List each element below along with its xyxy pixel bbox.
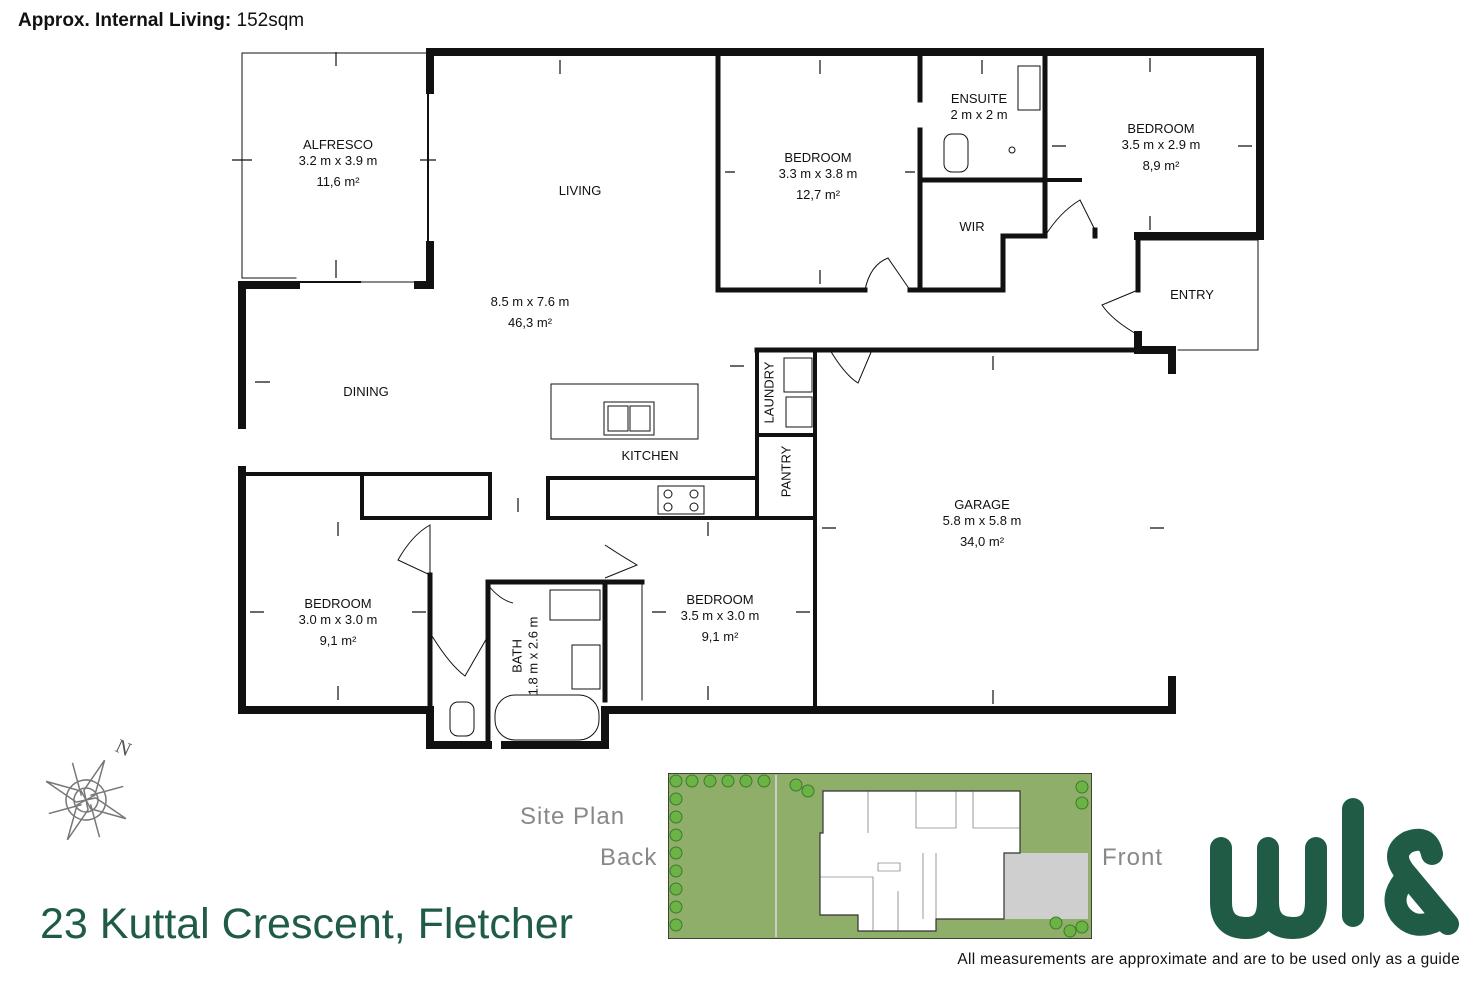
room-ensuite-name: ENSUITE [950,91,1008,106]
company-logo [1210,798,1459,939]
room-pantry-name: PANTRY [778,445,794,498]
room-bedroom-master: BEDROOM 3.3 m x 3.8 m 12,7 m² [779,150,858,203]
property-address: 23 Kuttal Crescent, Fletcher [40,900,573,948]
room-garage-dims: 5.8 m x 5.8 m [942,513,1022,528]
room-bedroom-master-dims: 3.3 m x 3.8 m [778,166,858,181]
room-bedroom-front-dims: 3.5 m x 2.9 m [1121,137,1201,152]
site-plan-title: Site Plan [520,803,626,830]
room-alfresco-area: 11,6 m² [316,174,360,189]
room-bedroom-front-name: BEDROOM [1127,121,1195,136]
room-bath: BATH 1.8 m x 2.6 m [509,617,541,696]
room-bedroom-mid-name: BEDROOM [686,592,754,607]
room-garage-area: 34,0 m² [959,534,1005,549]
room-laundry-name: LAUNDRY [761,361,777,424]
room-alfresco-name: ALFRESCO [302,137,374,152]
room-living-area: 46,3 m² [507,315,553,330]
room-living-name: LIVING [558,183,602,198]
room-wir-name: WIR [959,219,985,234]
room-bedroom-mid-dims: 3.5 m x 3.0 m [680,608,760,623]
site-plan-map [668,773,1092,939]
room-bedroom-back-area: 9,1 m² [319,633,357,648]
room-alfresco-dims: 3.2 m x 3.9 m [298,153,378,168]
room-bedroom-mid: BEDROOM 3.5 m x 3.0 m 9,1 m² [681,592,760,645]
room-garage-name: GARAGE [954,497,1010,512]
room-bedroom-back-name: BEDROOM [304,596,372,611]
room-alfresco: ALFRESCO 3.2 m x 3.9 m 11,6 m² [299,137,378,190]
room-bedroom-front-area: 8,9 m² [1142,158,1180,173]
room-dining-name: DINING [343,384,389,399]
room-ensuite-dims: 2 m x 2 m [950,107,1008,122]
room-bath-name: BATH [509,639,525,673]
internal-living-label: Approx. Internal Living: [18,10,232,31]
room-living-dims: 8.5 m x 7.6 m [490,294,570,309]
room-living: 8.5 m x 7.6 m 46,3 m² [491,294,570,331]
room-kitchen-name: KITCHEN [621,448,679,463]
compass-icon: N [45,735,134,841]
alfresco-outline [241,52,429,283]
room-bedroom-back-dims: 3.0 m x 3.0 m [298,612,378,627]
room-bedroom-mid-area: 9,1 m² [701,629,739,644]
compass-north-label: N [112,735,134,761]
internal-living-header: Approx. Internal Living: 152sqm [18,10,304,32]
room-bedroom-master-area: 12,7 m² [795,187,841,202]
room-bedroom-master-name: BEDROOM [784,150,852,165]
site-plan-back: Back [600,844,658,871]
room-bedroom-front: BEDROOM 3.5 m x 2.9 m 8,9 m² [1122,121,1201,174]
room-entry-name: ENTRY [1170,287,1214,302]
room-garage: GARAGE 5.8 m x 5.8 m 34,0 m² [943,497,1022,550]
internal-living-value: 152sqm [236,10,305,31]
room-bath-dims: 1.8 m x 2.6 m [525,616,541,696]
room-ensuite: ENSUITE 2 m x 2 m [950,91,1007,123]
room-bedroom-back: BEDROOM 3.0 m x 3.0 m 9,1 m² [299,596,378,649]
disclaimer-text: All measurements are approximate and are… [957,951,1460,968]
site-plan-front: Front [1102,844,1164,871]
